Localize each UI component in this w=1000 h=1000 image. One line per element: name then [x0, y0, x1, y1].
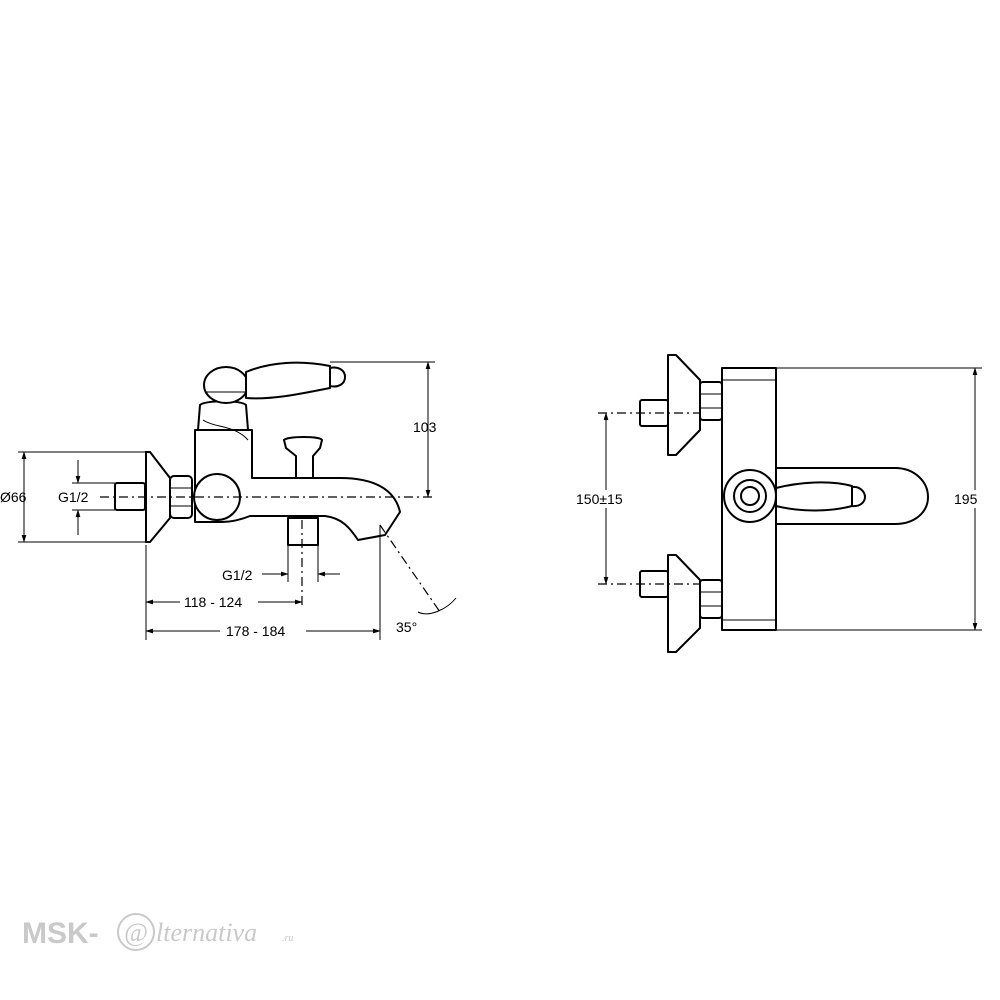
watermark-prefix: MSK- [22, 917, 99, 950]
top-flange [667, 354, 701, 456]
depth-short-label: 118 - 124 [184, 594, 242, 610]
side-view: 103 Ø66 G1/2 G1/2 118 - 124 178 - 184 35 [0, 361, 457, 640]
lever-tip [329, 366, 346, 388]
watermark-brand: lternativa [156, 918, 257, 947]
bottom-flange [667, 554, 701, 653]
outlet-thread-label: G1/2 [222, 567, 253, 583]
watermark-at-sign: @ [124, 918, 148, 947]
valve-stem [197, 400, 249, 431]
front-lever [775, 481, 853, 512]
depth-long-label: 178 - 184 [226, 623, 285, 639]
inlet-thread-label: G1/2 [58, 489, 89, 505]
diverter-knob [283, 436, 323, 479]
handle-dome [203, 366, 249, 404]
height-label: 103 [413, 419, 437, 435]
shower-outlet [287, 517, 319, 546]
watermark-tld: .ru [282, 933, 293, 944]
front-view: 150±15 195 [574, 354, 992, 653]
inlet-spacing-label: 150±15 [576, 491, 623, 507]
mixer-body [194, 429, 401, 541]
angle-label: 35° [396, 619, 417, 635]
watermark-logo: MSK- @ lternativa .ru [22, 913, 293, 951]
total-height-label: 195 [954, 491, 978, 507]
diameter-label: Ø66 [0, 489, 27, 505]
lever-handle [245, 361, 331, 400]
